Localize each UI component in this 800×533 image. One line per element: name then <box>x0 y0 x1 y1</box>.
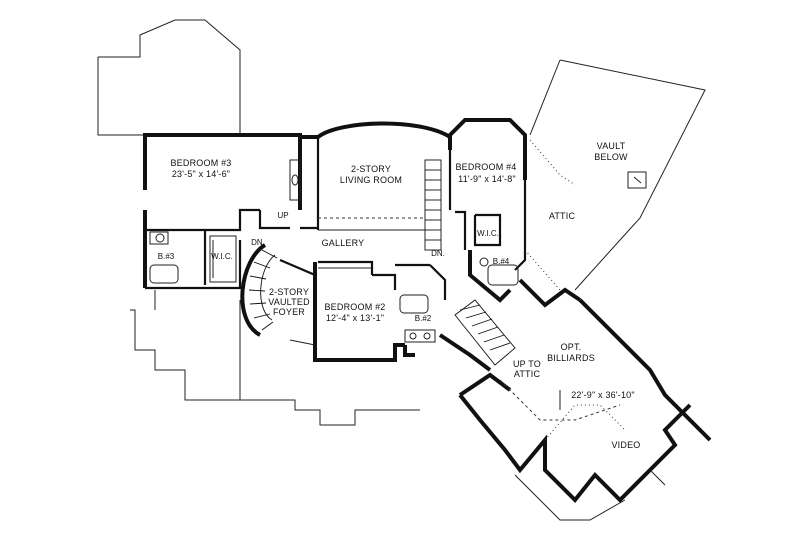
living-room-line2: LIVING ROOM <box>340 175 402 185</box>
billiards-room <box>458 278 712 521</box>
bath-3-label: B.#3 <box>158 252 175 261</box>
foyer-line2: VAULTED <box>268 297 310 307</box>
bedroom-2-name: BEDROOM #2 <box>324 302 385 312</box>
foyer-line1: 2-STORY <box>269 287 309 297</box>
roof-outline-top-right <box>529 59 706 291</box>
attic-label: ATTIC <box>549 211 576 221</box>
roof-outline-top-left <box>97 19 241 136</box>
foyer-line3: FOYER <box>273 307 305 317</box>
billiards-line2: BILLIARDS <box>547 353 595 363</box>
bath-2-label: B.#2 <box>415 314 432 323</box>
wic-left-label: W.I.C. <box>211 252 233 261</box>
stair-dn-center-label: DN. <box>431 249 445 258</box>
bedroom-2 <box>313 262 447 362</box>
up-to-attic-line2: ATTIC <box>514 369 541 379</box>
gallery <box>258 210 374 275</box>
living-room-line1: 2-STORY <box>351 164 391 174</box>
vault-line1: VAULT <box>597 141 626 151</box>
stair-dn-left-label: DN. <box>251 238 265 247</box>
billiards-line1: OPT. <box>561 342 582 352</box>
stair-up-label: UP <box>277 211 288 220</box>
billiards-size: 22'-9" x 36'-10" <box>571 390 635 400</box>
bedroom-2-size: 12'-4" x 13'-1" <box>326 313 384 323</box>
bedroom-4-name: BEDROOM #4 <box>455 162 516 172</box>
vault-line2: BELOW <box>594 152 628 162</box>
center-stairs <box>424 159 442 251</box>
attic-stairs <box>438 299 516 372</box>
bedroom-4 <box>448 118 527 303</box>
attic-area <box>524 139 647 291</box>
bedroom-3-name: BEDROOM #3 <box>170 158 231 168</box>
bedroom-4-size: 11'-9" x 14'-8" <box>458 174 516 184</box>
bedroom-3 <box>143 133 302 290</box>
bedroom-3-size: 23'-5" x 14'-6" <box>172 169 230 179</box>
bath-4-label: B.#4 <box>493 257 510 266</box>
wic-right-label: W.I.C. <box>477 229 499 238</box>
roof-outline-bottom-left <box>130 290 420 426</box>
video-label: VIDEO <box>611 440 640 450</box>
up-to-attic-line1: UP TO <box>513 359 541 369</box>
gallery-label: GALLERY <box>322 238 365 248</box>
